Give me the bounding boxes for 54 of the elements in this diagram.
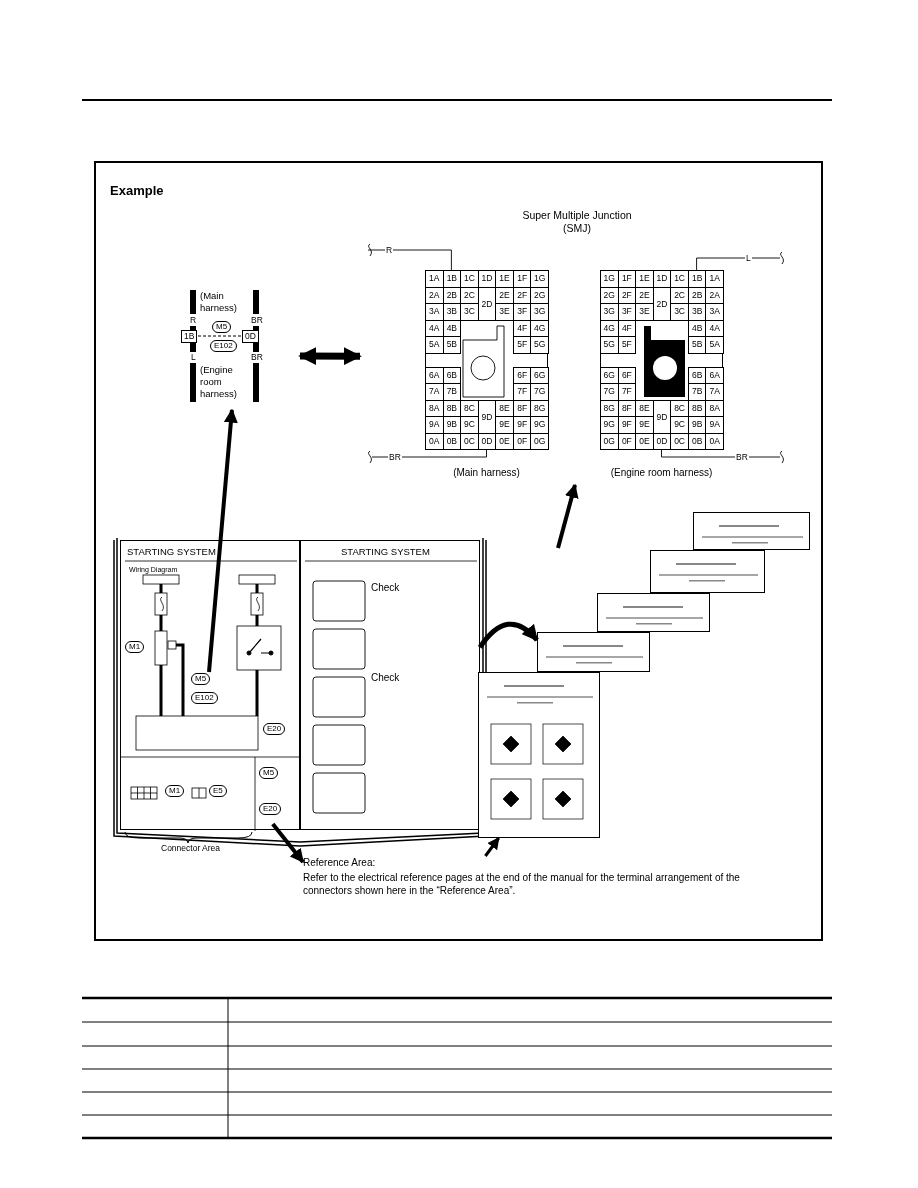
arrow: [484, 837, 500, 857]
terminal-number: 1B: [181, 330, 198, 343]
reference-page: [478, 672, 600, 838]
reference-page: [650, 550, 765, 593]
wire-color-code: BR: [250, 352, 264, 363]
check-label: Check: [371, 581, 400, 594]
terminal-cell: 6B: [442, 366, 462, 384]
connector-label: E102: [191, 692, 218, 704]
connector-label: M5: [191, 673, 211, 685]
terminal-cell: 6F: [512, 366, 532, 384]
wire-color-code: Connector Area: [160, 843, 222, 854]
connector-label: E20: [263, 723, 286, 735]
arrow: [556, 483, 579, 549]
arrow: [271, 822, 305, 864]
harness-label: (Engine room harness): [200, 364, 238, 400]
wire-color-code: R: [189, 315, 198, 326]
arrow: [207, 408, 238, 673]
terminal-cell: 6B: [687, 366, 707, 384]
connector-label: E20: [259, 803, 282, 815]
caption-text: (Engine room harness): [609, 466, 714, 479]
note-heading: Reference Area:: [303, 856, 377, 869]
wire-color-code: BR: [735, 452, 749, 463]
manual-page: [120, 540, 300, 830]
terminal-cell: 6A: [705, 366, 724, 384]
harness-label: (Main harness): [200, 290, 238, 314]
terminal-cell: 6G: [530, 366, 549, 384]
connector-label: M5: [212, 321, 232, 333]
wire-color-code: R: [385, 245, 394, 256]
wire-color-code: BR: [250, 315, 264, 326]
wire-color-code: L: [190, 352, 197, 363]
caption-text: (Main harness): [452, 466, 521, 479]
connector-label: M1: [125, 641, 145, 653]
check-label: Check: [371, 671, 400, 684]
connector-label: E102: [210, 340, 237, 352]
diagram-title: Example: [110, 183, 164, 199]
arrow: [477, 621, 539, 649]
page-heading: STARTING SYSTEM: [341, 546, 430, 558]
reference-page: [597, 593, 710, 632]
reference-page: [537, 632, 650, 672]
manual-page: [300, 540, 480, 830]
terminal-cell: 5G: [530, 336, 549, 354]
connector-label: E5: [209, 785, 227, 797]
page-heading: STARTING SYSTEM: [127, 546, 216, 558]
wire-color-code: L: [745, 253, 752, 264]
terminal-cell: 6F: [617, 366, 637, 384]
reference-page: [693, 512, 810, 550]
arrow: [298, 347, 362, 366]
note-text: Refer to the electrical reference pages at the end of the manual for the terminal arrangement of the connectors shown here in the “Reference Area”.: [303, 871, 741, 897]
wire-color-code: BR: [388, 452, 402, 463]
terminal-number: 0D: [242, 330, 259, 343]
section-heading: Super Multiple Junction (SMJ): [521, 209, 633, 235]
connector-label: M1: [165, 785, 185, 797]
terminal-cell: 5A: [705, 336, 724, 354]
connector-label: M5: [259, 767, 279, 779]
